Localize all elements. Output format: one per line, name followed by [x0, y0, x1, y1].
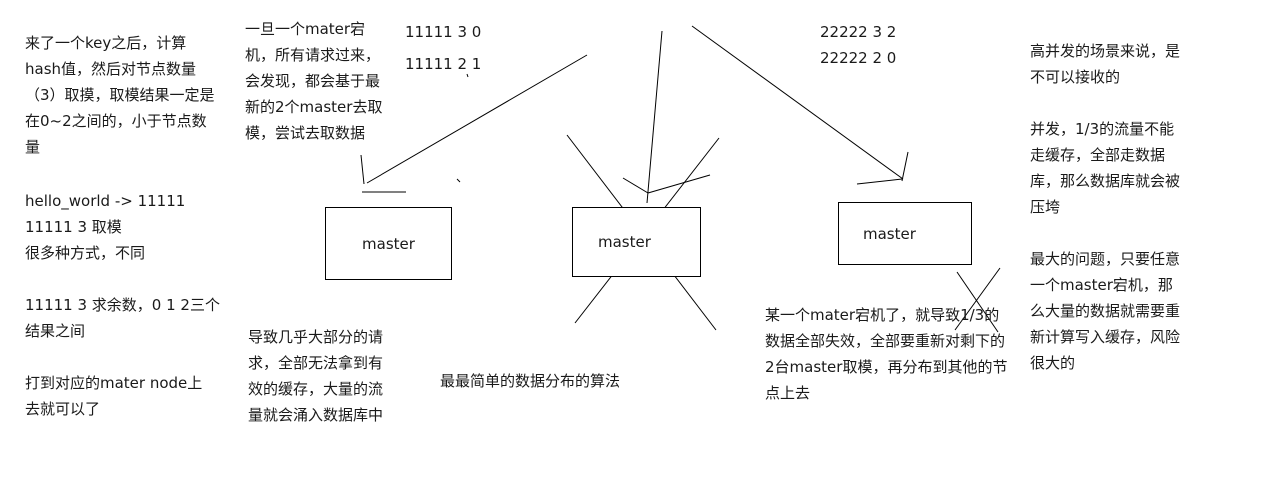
- note-failover: 一旦一个mater宕 机，所有请求过来， 会发现，都会基于最 新的2个maste…: [245, 20, 383, 142]
- master-node-3: master: [838, 202, 972, 265]
- arrow-to-master2-head-left: [622, 177, 649, 194]
- note-mod-11111: 11111 3 0 11111 2 1: [405, 23, 482, 73]
- master-node-2-label: master: [598, 233, 651, 251]
- master-node-1-label: master: [362, 234, 415, 253]
- note-unacceptable: 高并发的场景来说，是 不可以接收的 并发，1/3的流量不能 走缓存，全部走数据 …: [1030, 42, 1181, 216]
- note-simplest-algo: 最最简单的数据分布的算法: [440, 372, 621, 390]
- master-node-1: master: [325, 207, 452, 280]
- note-one-third-invalid: 某一个mater宕机了，就导致1/3的 数据全部失效，全部要重新对剩下的 2台m…: [765, 306, 1008, 402]
- note-hello-world: hello_world -> 11111 11111 3 取模 很多种方式，不同: [25, 192, 186, 262]
- stray-mark-2: [456, 178, 461, 183]
- master-node-2: master: [572, 207, 701, 277]
- note-key-hash: 来了一个key之后，计算 hash值，然后对节点数量 （3）取摸，取模结果一定是…: [25, 34, 215, 156]
- note-biggest-problem: 最大的问题，只要任意 一个master宕机，那 么大量的数据就需要重 新计算写入…: [1030, 250, 1181, 372]
- master-node-3-label: master: [863, 224, 916, 243]
- arrow-to-master2-shaft: [646, 30, 663, 204]
- note-hit-node: 打到对应的mater node上 去就可以了: [25, 374, 203, 418]
- arrow-to-master3-head-h: [856, 178, 903, 185]
- arrow-to-master2-head-right: [647, 174, 711, 194]
- arrow-to-master3-head-v: [901, 151, 909, 182]
- note-invalid-requests: 导致几乎大部分的请 求，全部无法拿到有 效的缓存，大量的流 量就会涌入数据库中: [248, 328, 384, 424]
- note-mod-22222: 22222 3 2 22222 2 0: [820, 23, 897, 67]
- note-remainder: 11111 3 求余数，0 1 2三个 结果之间: [25, 296, 220, 340]
- arrow-to-master1-head: [360, 154, 365, 185]
